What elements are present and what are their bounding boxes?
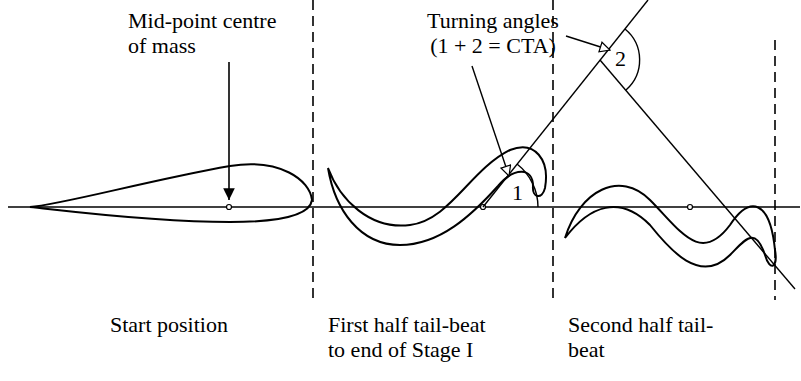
fish-start <box>30 164 312 222</box>
callout-number: 1 <box>511 180 524 205</box>
callout-label: Turning angles (1 + 2 = CTA) <box>418 8 568 58</box>
leader-arrow <box>566 36 610 50</box>
baseline <box>8 206 800 207</box>
stage-divider <box>313 0 775 300</box>
fish-stage-two <box>565 186 776 267</box>
leader-arrow <box>228 62 230 200</box>
centre-of-mass-dot <box>227 205 232 210</box>
callout-number: 2 <box>614 46 627 71</box>
angle-arc <box>625 29 640 90</box>
heading-line <box>600 60 795 289</box>
stage-caption: Second half tail-beat <box>568 312 748 362</box>
callout-label: Mid-point centre of mass <box>128 8 283 58</box>
leader-arrow <box>472 66 509 176</box>
stage-caption: First half tail-beat to end of Stage I <box>328 312 493 362</box>
stage-caption: Start position <box>110 312 280 337</box>
centre-of-mass-dot <box>688 205 693 210</box>
fish-stage-one <box>328 147 546 245</box>
